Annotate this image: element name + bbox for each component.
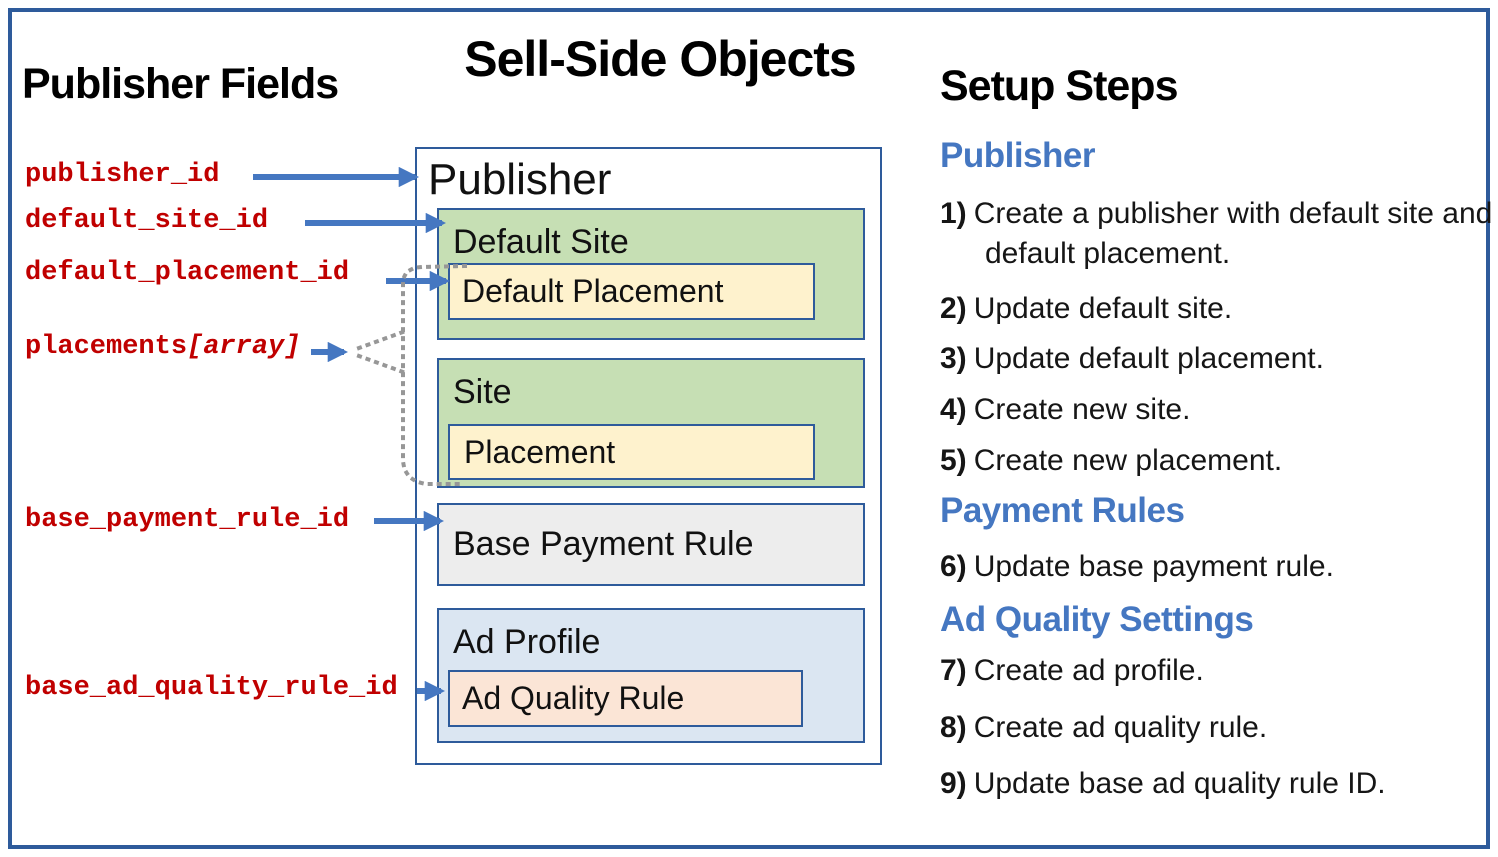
field-publisher-id: publisher_id xyxy=(25,160,219,190)
field-placements-array: placements[array] xyxy=(25,332,300,362)
field-default-placement-id: default_placement_id xyxy=(25,258,349,288)
step-number: 7) xyxy=(940,654,967,687)
page-title: Sell-Side Objects xyxy=(464,31,856,87)
step-text: Create new placement. xyxy=(973,444,1283,477)
setup-step-7: 7)Create ad profile. xyxy=(940,651,1497,691)
placement-box: Placement xyxy=(448,424,815,480)
field-default-site-id: default_site_id xyxy=(25,206,268,236)
step-number: 6) xyxy=(940,550,967,583)
step-text: Update base ad quality rule ID. xyxy=(973,767,1386,800)
step-text: Create ad quality rule. xyxy=(973,711,1268,744)
field-text: default_site_id xyxy=(25,206,269,236)
ad-profile-label: Ad Profile xyxy=(453,623,601,661)
step-number: 8) xyxy=(940,711,967,744)
default-placement-box: Default Placement xyxy=(448,263,815,320)
field-text: placements xyxy=(25,332,188,362)
field-base-payment-rule-id: base_payment_rule_id xyxy=(25,505,349,535)
step-number: 5) xyxy=(940,444,967,477)
section-heading-publisher: Publisher xyxy=(940,136,1095,175)
section-heading-ad-quality-settings: Ad Quality Settings xyxy=(940,600,1254,639)
right-panel-heading: Setup Steps xyxy=(940,62,1178,110)
step-text: Update base payment rule. xyxy=(973,550,1334,583)
field-suffix: [array] xyxy=(187,332,301,362)
step-number: 9) xyxy=(940,767,967,800)
setup-step-1: 1)Create a publisher with default site a… xyxy=(940,194,1497,274)
step-text: Create new site. xyxy=(973,393,1191,426)
ad-quality-rule-box: Ad Quality Rule xyxy=(448,670,803,727)
base-payment-rule-label: Base Payment Rule xyxy=(453,525,754,563)
setup-step-8: 8)Create ad quality rule. xyxy=(940,708,1497,748)
step-number: 4) xyxy=(940,393,967,426)
step-text: Create ad profile. xyxy=(973,654,1204,687)
default-placement-label: Default Placement xyxy=(462,273,724,309)
setup-step-3: 3)Update default placement. xyxy=(940,339,1497,379)
default-site-label: Default Site xyxy=(453,223,629,261)
field-text: default_placement_id xyxy=(25,258,350,288)
setup-step-4: 4)Create new site. xyxy=(940,390,1497,430)
site-label: Site xyxy=(453,373,512,411)
field-text: publisher_id xyxy=(25,160,220,190)
step-number: 3) xyxy=(940,342,967,375)
field-base-ad-quality-rule-id: base_ad_quality_rule_id xyxy=(25,673,398,703)
publisher-box-label: Publisher xyxy=(428,155,612,204)
setup-step-5: 5)Create new placement. xyxy=(940,441,1497,481)
step-number: 2) xyxy=(940,292,967,325)
ad-quality-rule-label: Ad Quality Rule xyxy=(462,680,685,716)
step-number: 1) xyxy=(940,197,967,230)
field-text: base_payment_rule_id xyxy=(25,505,350,535)
outer-border xyxy=(8,8,1490,849)
section-heading-payment-rules: Payment Rules xyxy=(940,491,1185,530)
setup-step-2: 2)Update default site. xyxy=(940,289,1497,329)
placement-label: Placement xyxy=(464,433,616,470)
field-text: base_ad_quality_rule_id xyxy=(25,673,398,703)
setup-step-9: 9)Update base ad quality rule ID. xyxy=(940,764,1497,804)
step-text: Create a publisher with default site and… xyxy=(973,197,1493,270)
left-panel-heading: Publisher Fields xyxy=(22,60,339,108)
setup-step-6: 6)Update base payment rule. xyxy=(940,547,1497,587)
step-text: Update default placement. xyxy=(973,342,1324,375)
base-payment-rule-box: Base Payment Rule xyxy=(437,503,865,586)
step-text: Update default site. xyxy=(973,292,1233,325)
